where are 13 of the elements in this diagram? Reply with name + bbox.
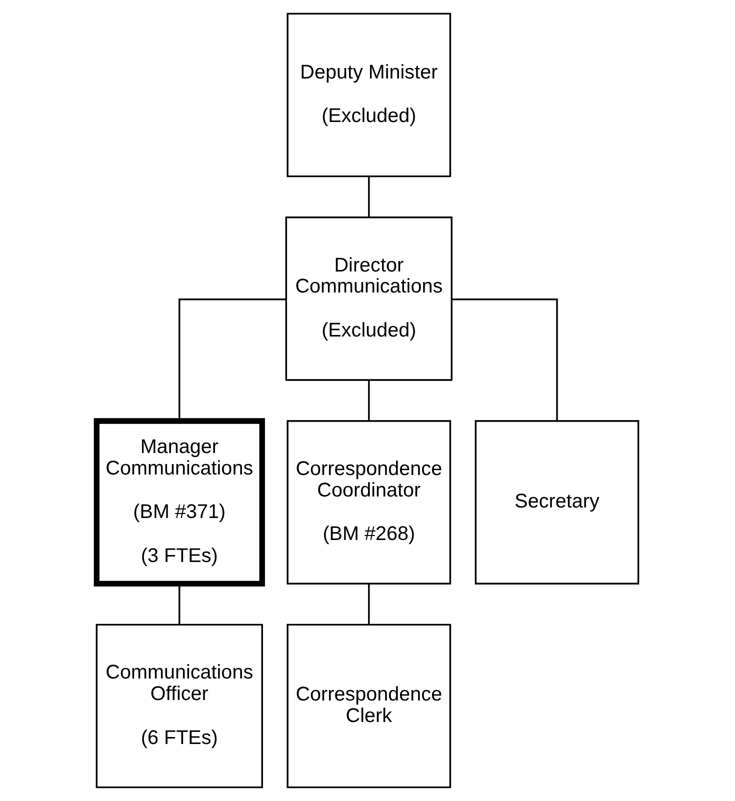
- connector: [368, 176, 370, 217]
- connector: [368, 380, 370, 421]
- node-box: Secretary: [474, 420, 640, 584]
- node-box: Manager Communications (BM #371) (3 FTEs): [94, 418, 265, 586]
- node-box: Communications Officer (6 FTEs): [96, 624, 263, 788]
- connector: [452, 298, 558, 421]
- connector: [178, 584, 180, 624]
- connector: [368, 584, 370, 624]
- node-box: Correspondence Clerk: [286, 624, 452, 788]
- connector: [178, 298, 286, 421]
- node-box: Deputy Minister (Excluded): [286, 12, 452, 178]
- node-box: Director Communications (Excluded): [285, 216, 452, 381]
- node-box: Correspondence Coordinator (BM #268): [286, 420, 452, 584]
